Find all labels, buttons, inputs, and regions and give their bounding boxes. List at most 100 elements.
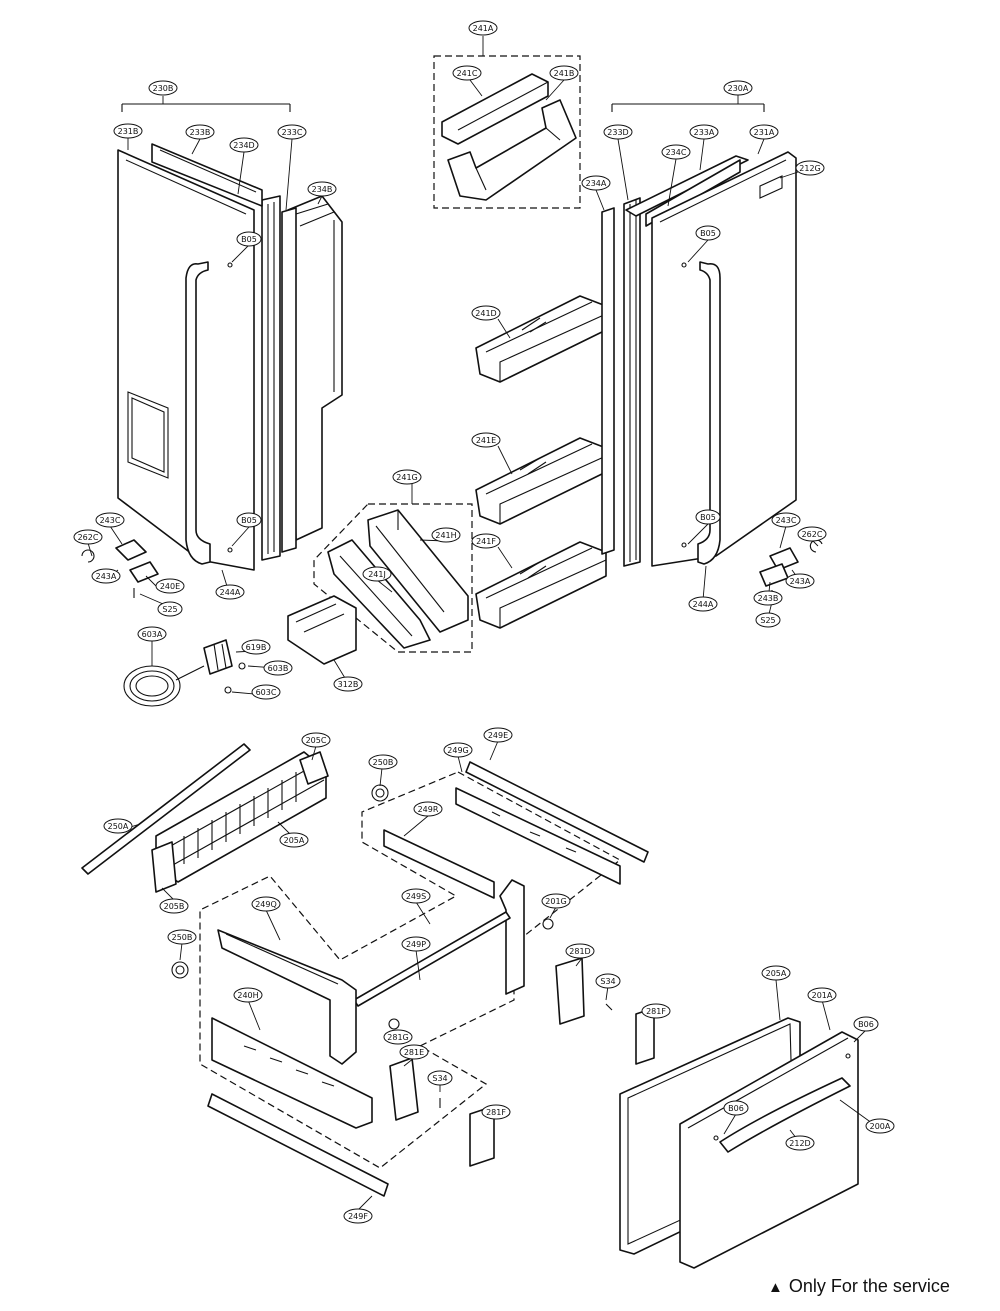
svg-text:234C: 234C xyxy=(666,148,687,157)
hinge-243C-right xyxy=(769,547,799,571)
svg-text:603B: 603B xyxy=(268,664,289,673)
svg-text:619B: 619B xyxy=(246,643,267,652)
svg-text:241G: 241G xyxy=(396,473,417,482)
svg-text:603C: 603C xyxy=(256,688,277,697)
callout-233C: 233C xyxy=(277,124,307,140)
svg-text:234A: 234A xyxy=(586,179,607,188)
svg-text:234B: 234B xyxy=(312,185,333,194)
door-gasket-233C xyxy=(281,207,297,553)
svg-text:233B: 233B xyxy=(190,128,211,137)
callout-205B: 205B xyxy=(159,898,189,914)
screw-201G xyxy=(542,918,554,930)
svg-text:241D: 241D xyxy=(475,309,496,318)
callout-243A-right: 243A xyxy=(785,573,815,589)
door-handle-244A-right xyxy=(697,261,721,565)
callout-241D: 241D xyxy=(471,305,501,321)
svg-text:212G: 212G xyxy=(799,164,820,173)
hinge-243C xyxy=(115,539,147,561)
svg-text:205A: 205A xyxy=(284,836,305,845)
drawer-frame-group xyxy=(199,761,655,1197)
callout-240E: 240E xyxy=(155,578,185,594)
freezer-basket-group xyxy=(81,743,389,979)
svg-text:243B: 243B xyxy=(758,594,779,603)
svg-text:249P: 249P xyxy=(406,940,426,949)
svg-text:281F: 281F xyxy=(646,1007,666,1016)
door-bin-241F xyxy=(475,541,607,629)
callout-243C-left: 243C xyxy=(95,512,125,528)
callout-B05-right-top: B05 xyxy=(695,225,721,241)
group-bracket-230B xyxy=(121,103,291,112)
callout-249P: 249P xyxy=(401,936,431,952)
rail-249R xyxy=(383,829,495,899)
callout-201G: 201G xyxy=(541,893,571,909)
callout-S25-right: S25 xyxy=(755,612,781,628)
wire-harness-312B xyxy=(287,595,357,665)
svg-text:230A: 230A xyxy=(728,84,749,93)
bracket-281E xyxy=(389,1057,419,1121)
callout-244A-right: 244A xyxy=(688,596,718,612)
svg-text:244A: 244A xyxy=(693,600,714,609)
svg-text:233C: 233C xyxy=(282,128,303,137)
drawer-door-group xyxy=(619,1017,859,1269)
door-bin-241E xyxy=(475,437,607,525)
callout-205A-basket: 205A xyxy=(279,832,309,848)
callout-249S: 249S xyxy=(401,888,431,904)
callout-230A: 230A xyxy=(723,80,753,96)
callout-603B: 603B xyxy=(263,660,293,676)
callout-231A: 231A xyxy=(749,124,779,140)
callout-241B: 241B xyxy=(549,65,579,81)
door-liner-234B xyxy=(287,195,343,541)
callout-234B: 234B xyxy=(307,181,337,197)
svg-text:231A: 231A xyxy=(754,128,775,137)
callout-241J: 241J xyxy=(362,566,392,582)
right-hinge-parts xyxy=(759,539,823,600)
svg-text:250B: 250B xyxy=(373,758,394,767)
svg-text:233D: 233D xyxy=(607,128,628,137)
svg-text:240H: 240H xyxy=(237,991,258,1000)
svg-text:B05: B05 xyxy=(700,229,716,238)
svg-text:243C: 243C xyxy=(776,516,797,525)
svg-text:249F: 249F xyxy=(348,1212,368,1221)
svg-text:S34: S34 xyxy=(600,977,615,986)
svg-text:244A: 244A xyxy=(220,588,241,597)
svg-text:281G: 281G xyxy=(387,1033,408,1042)
svg-text:243A: 243A xyxy=(96,572,117,581)
callout-240H: 240H xyxy=(233,987,263,1003)
callout-S25-left: S25 xyxy=(157,601,183,617)
callout-262C-left: 262C xyxy=(73,529,103,545)
svg-text:201G: 201G xyxy=(545,897,566,906)
callout-243C-right: 243C xyxy=(771,512,801,528)
basket-inset-241G xyxy=(313,503,473,653)
svg-text:250A: 250A xyxy=(108,822,129,831)
door-gasket-233B xyxy=(151,143,263,207)
callout-249F: 249F xyxy=(343,1208,373,1224)
bracket-281D xyxy=(555,957,585,1025)
water-tube-coil-603A xyxy=(123,665,181,707)
callout-603A: 603A xyxy=(137,626,167,642)
rail-250A xyxy=(81,743,251,875)
callout-241H: 241H xyxy=(431,527,461,543)
svg-text:200A: 200A xyxy=(870,1122,891,1131)
callout-262C-right: 262C xyxy=(797,526,827,542)
svg-text:205B: 205B xyxy=(164,902,185,911)
connector-619B xyxy=(203,639,233,675)
svg-text:205C: 205C xyxy=(306,736,327,745)
callout-B05-right-bottom: B05 xyxy=(695,509,721,525)
callout-281E: 281E xyxy=(399,1044,429,1060)
svg-text:241B: 241B xyxy=(554,69,575,78)
callout-241C: 241C xyxy=(452,65,482,81)
callout-281G: 281G xyxy=(383,1029,413,1045)
service-only-footnote: ▲Only For the service xyxy=(768,1276,950,1297)
cover-240H xyxy=(211,1017,373,1129)
callout-205A-door: 205A xyxy=(761,965,791,981)
roller-250B-bottom xyxy=(171,961,189,979)
svg-text:243C: 243C xyxy=(100,516,121,525)
callout-243B: 243B xyxy=(753,590,783,606)
callout-249Q: 249Q xyxy=(251,896,281,912)
basket-inset-241A xyxy=(433,55,581,209)
door-label-212G xyxy=(759,175,783,199)
svg-text:B05: B05 xyxy=(700,513,716,522)
right-door-assembly xyxy=(601,103,797,567)
rail-249P xyxy=(353,911,511,1007)
